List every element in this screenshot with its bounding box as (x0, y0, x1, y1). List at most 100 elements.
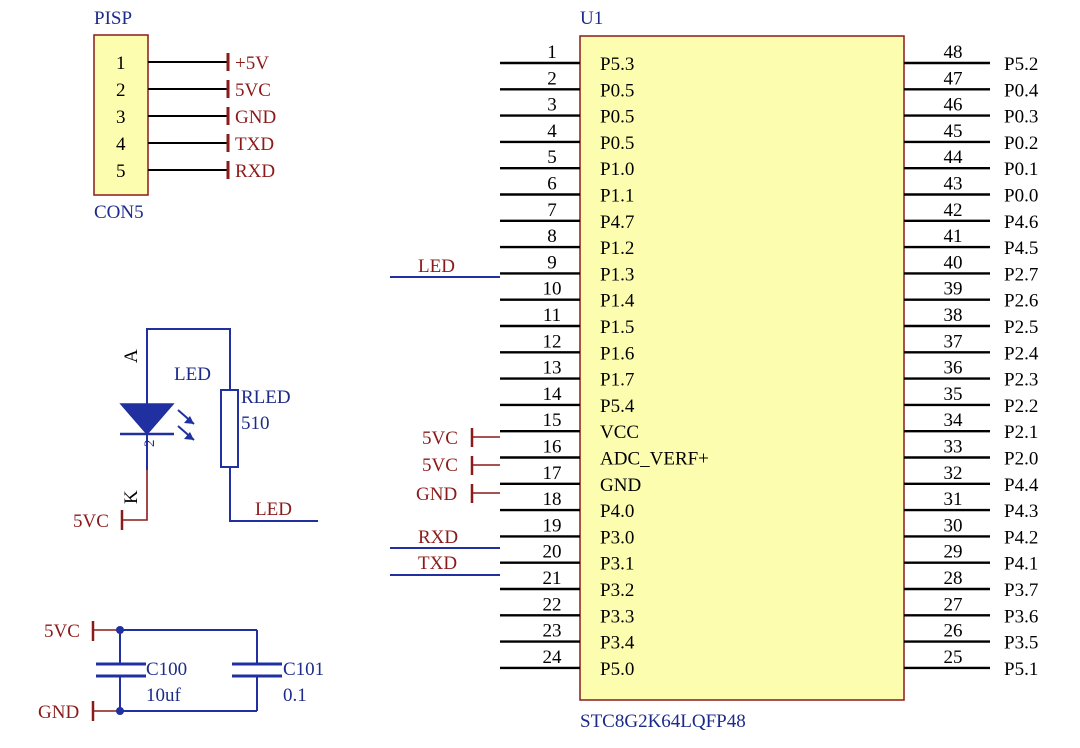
chip-pin-name: P5.2 (1004, 54, 1038, 75)
led-anode-label: A (121, 349, 142, 363)
led-ref-label: LED (174, 364, 211, 385)
chip-net-wires: LED 5VC 5VC GND RXD TXD (390, 256, 500, 576)
led-cathode-label: K (121, 490, 142, 504)
chip-pin-number: 32 (944, 463, 963, 484)
chip-pin-name: P3.3 (600, 606, 634, 627)
chip-pin-number: 36 (944, 358, 963, 379)
chip-pin-name: P2.4 (1004, 343, 1039, 364)
connector-net-label: GND (235, 107, 276, 128)
chip-pin-number: 39 (944, 279, 963, 300)
chip-pin-name: P1.2 (600, 238, 634, 259)
chip-pin-name: P1.1 (600, 186, 634, 207)
chip-pin-number: 46 (944, 95, 963, 116)
led-top-wire (146, 328, 231, 390)
chip-pin-name: P4.6 (1004, 212, 1038, 233)
connector-net-label: +5V (235, 53, 269, 74)
chip-pin-name: P5.3 (600, 54, 634, 75)
chip-pin-name: GND (600, 475, 641, 496)
chip-pin-name: P1.0 (600, 159, 634, 180)
vcc-port-label: 5VC (422, 428, 458, 449)
chip-pin-name: P4.5 (1004, 238, 1038, 259)
chip-pin-number: 47 (944, 68, 963, 89)
chip-pin-number: 28 (944, 568, 963, 589)
chip-pin-name: P4.3 (1004, 501, 1038, 522)
chip-pin-number: 35 (944, 384, 963, 405)
chip-pin-name: P0.1 (1004, 159, 1038, 180)
chip-pin-name: P3.5 (1004, 633, 1038, 654)
chip-pin-number: 24 (543, 647, 563, 668)
chip-pin-name: P0.2 (1004, 133, 1038, 154)
chip-pin-number: 11 (543, 305, 561, 326)
chip-pin-number: 27 (944, 594, 963, 615)
chip-pin-name: P2.6 (1004, 291, 1038, 312)
chip-pin-name: VCC (600, 422, 639, 443)
led-circuit: A 2 LED K 5VC RLED 510 LED (73, 328, 318, 532)
chip-pin-number: 20 (543, 542, 562, 563)
c101-ref: C101 (283, 659, 324, 680)
chip-pin-name: P0.5 (600, 133, 634, 154)
chip-pin-name: P3.1 (600, 554, 634, 575)
chip-pin-number: 17 (543, 463, 562, 484)
chip-pin-name: P2.2 (1004, 396, 1038, 417)
led-net-label: LED (418, 256, 455, 277)
chip-pin-number: 8 (547, 226, 557, 247)
chip-pin-name: P0.5 (600, 107, 634, 128)
cap-power-label: 5VC (44, 621, 80, 642)
connector-pin-number: 1 (116, 53, 126, 74)
cap-ground-label: GND (38, 702, 79, 723)
chip-pin-name: P5.4 (600, 396, 635, 417)
chip-pin-number: 48 (944, 42, 963, 63)
chip-pin-number: 42 (944, 200, 963, 221)
chip-pin-name: P0.3 (1004, 107, 1038, 128)
chip-pin-number: 16 (543, 437, 562, 458)
connector-ref: PISP (94, 8, 132, 29)
chip-pin-number: 14 (543, 384, 563, 405)
chip-left-pins: 1P5.32P0.53P0.54P0.55P1.06P1.17P4.78P1.2… (500, 42, 709, 680)
chip-pin-number: 10 (543, 279, 562, 300)
led-light-arrows-icon (177, 409, 195, 441)
chip-pin-name: P2.5 (1004, 317, 1038, 338)
chip-right-pins: 48P5.247P0.446P0.345P0.244P0.143P0.042P4… (904, 42, 1039, 680)
gnd-port-label: GND (416, 484, 457, 505)
chip-pin-name: P2.7 (1004, 264, 1038, 285)
connector-net-label: TXD (235, 134, 274, 155)
chip-pin-name: P4.0 (600, 501, 634, 522)
capacitor-circuit: 5VC GND C100 10uf C101 0.1 (38, 621, 324, 723)
txd-net-label: TXD (418, 553, 457, 574)
chip-pin-number: 21 (543, 568, 562, 589)
connector-pin-number: 4 (116, 134, 126, 155)
chip-pin-number: 31 (944, 489, 963, 510)
chip-pin-name: P3.2 (600, 580, 634, 601)
chip-pin-number: 38 (944, 305, 963, 326)
resistor-net-label: LED (255, 499, 292, 520)
chip-pin-number: 18 (543, 489, 562, 510)
chip-pin-name: P1.5 (600, 317, 634, 338)
c101-value: 0.1 (283, 685, 307, 706)
chip-pin-number: 40 (944, 252, 963, 273)
chip-pin-number: 9 (547, 252, 557, 273)
chip-pin-name: P0.5 (600, 80, 634, 101)
connector-body (93, 34, 149, 196)
chip-pin-number: 19 (543, 515, 562, 536)
chip-pin-number: 44 (944, 147, 964, 168)
resistor-ref: RLED (241, 387, 291, 408)
connector-net-label: RXD (235, 161, 275, 182)
resistor-value: 510 (241, 413, 270, 434)
chip-pin-name: P1.7 (600, 370, 634, 391)
led-pin-number: 2 (142, 440, 158, 448)
chip-pin-name: P0.0 (1004, 186, 1038, 207)
chip-pin-number: 29 (944, 542, 963, 563)
chip-pin-name: P3.6 (1004, 606, 1038, 627)
adc-port-label: 5VC (422, 455, 458, 476)
chip-pin-name: ADC_VERF+ (600, 449, 709, 470)
chip-pin-name: P4.1 (1004, 554, 1038, 575)
chip-pin-number: 5 (547, 147, 557, 168)
chip-pin-name: P1.6 (600, 343, 634, 364)
resistor-body (220, 389, 239, 468)
chip-pin-number: 43 (944, 174, 963, 195)
chip-pin-name: P2.0 (1004, 449, 1038, 470)
connector-value: CON5 (94, 202, 144, 223)
chip-pin-number: 23 (543, 621, 562, 642)
chip-pin-name: P3.0 (600, 527, 634, 548)
